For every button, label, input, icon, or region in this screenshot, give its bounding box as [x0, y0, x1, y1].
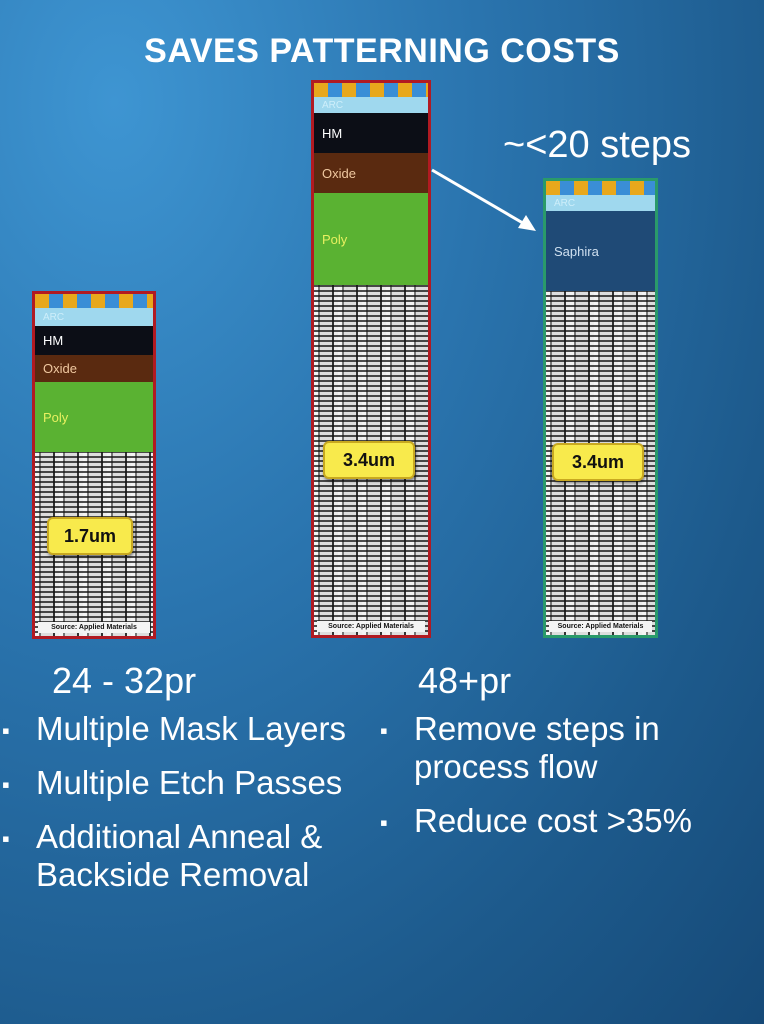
left-bullets: ▪ Multiple Mask Layers ▪ Multiple Etch Pas…: [0, 710, 380, 910]
bullet-text: Multiple Mask Layers: [36, 710, 346, 747]
square-bullet-icon: ▪: [2, 772, 10, 797]
layer-poly: Poly: [35, 382, 153, 452]
size-badge: 1.7um: [47, 517, 133, 555]
layer-oxide: Oxide: [35, 355, 153, 382]
left-heading: 24 - 32pr: [52, 660, 197, 701]
steps-note: ~<20 steps: [503, 124, 692, 166]
layer-arc: ARC: [35, 308, 153, 326]
bullet-item: ▪ Additional Anneal & Backside Removal: [0, 818, 380, 894]
bullet-text: Reduce cost >35%: [414, 802, 692, 839]
bullet-item: ▪ Multiple Mask Layers: [0, 710, 380, 748]
layer-hm: HM: [314, 113, 428, 153]
source-caption: Source: Applied Materials: [317, 621, 425, 632]
right-bullets: ▪ Remove steps in process flow ▪ Reduce co…: [378, 710, 748, 856]
source-caption: Source: Applied Materials: [38, 622, 150, 633]
layer-arc: ARC: [546, 195, 655, 211]
stack-48pr: ARC HM Oxide Poly Source: Applied Materi…: [311, 80, 431, 638]
source-caption: Source: Applied Materials: [549, 621, 652, 632]
square-bullet-icon: ▪: [380, 810, 388, 835]
arc-pattern: [35, 294, 153, 308]
size-badge: 3.4um: [323, 441, 415, 479]
bullet-text: Additional Anneal & Backside Removal: [36, 818, 323, 893]
layer-oxide: Oxide: [314, 153, 428, 193]
bullet-text: Multiple Etch Passes: [36, 764, 343, 801]
bullet-item: ▪ Multiple Etch Passes: [0, 764, 380, 802]
stack-24-32pr: ARC HM Oxide Poly Source: Applied Materi…: [32, 291, 156, 639]
arc-pattern: [314, 83, 428, 97]
slide-title: SAVES PATTERNING COSTS: [144, 32, 620, 70]
bullet-text: Remove steps in process flow: [414, 710, 660, 785]
square-bullet-icon: ▪: [2, 826, 10, 851]
layer-poly: Poly: [314, 193, 428, 285]
right-heading: 48+pr: [418, 660, 512, 701]
layer-hm: HM: [35, 326, 153, 355]
layer-saphira: Saphira: [546, 211, 655, 291]
layer-arc: ARC: [314, 97, 428, 113]
arc-pattern: [546, 181, 655, 195]
bullet-item: ▪ Remove steps in process flow: [378, 710, 748, 786]
square-bullet-icon: ▪: [380, 718, 388, 743]
size-badge: 3.4um: [552, 443, 644, 481]
square-bullet-icon: ▪: [2, 718, 10, 743]
stack-saphira: ARC Saphira Source: Applied Materials 3.…: [543, 178, 658, 638]
bullet-item: ▪ Reduce cost >35%: [378, 802, 748, 840]
